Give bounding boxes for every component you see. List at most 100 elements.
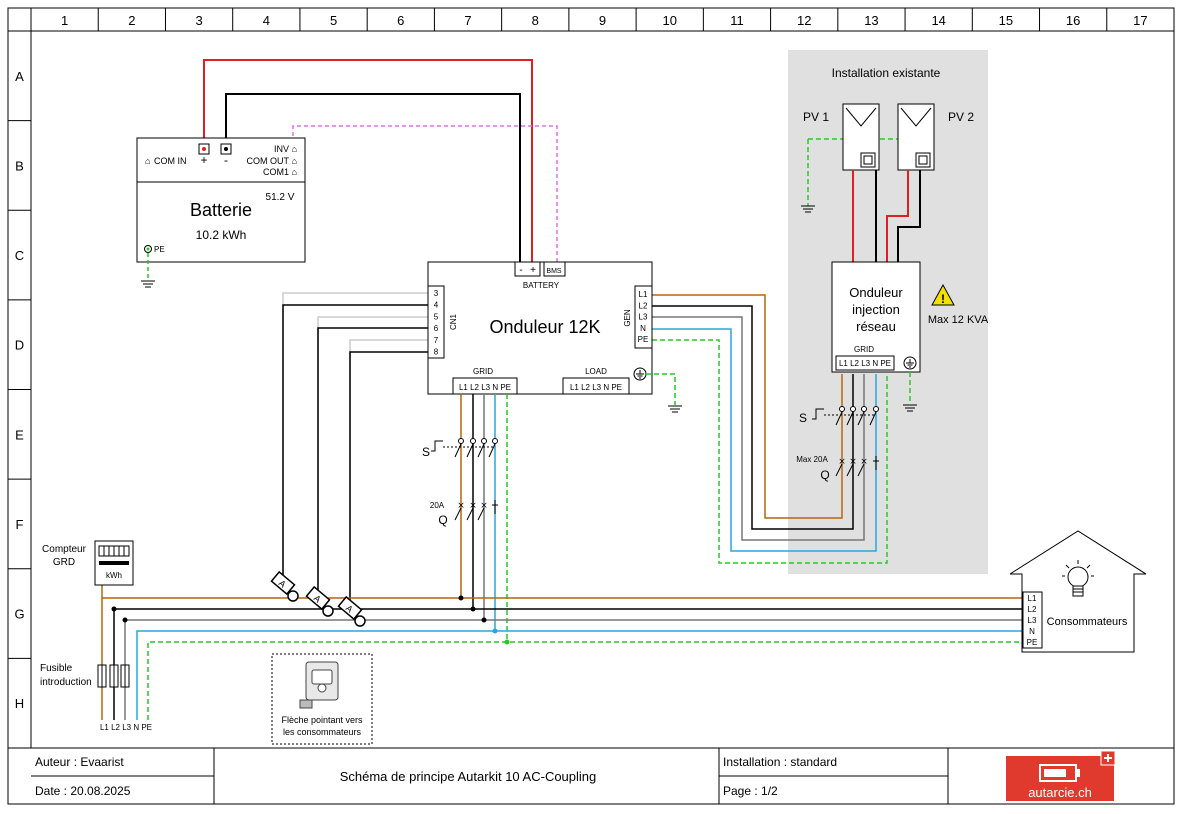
breaker-blade [835, 463, 843, 477]
ct-clamp-label: A [344, 603, 355, 615]
inverter-grid-label: GRID [473, 367, 493, 376]
sheet-frame [7, 7, 1175, 805]
pv1-label: PV 1 [803, 110, 829, 124]
existing-switch-s-icon [812, 406, 879, 426]
pv1-panel-icon [842, 103, 880, 171]
warning-icon: ! [931, 283, 955, 306]
switch-contact [839, 406, 845, 412]
consumers-pin: L3 [1028, 616, 1037, 625]
existing-max-amp: Max 20A [796, 455, 828, 464]
ct1-wire-white [282, 292, 428, 580]
switch-blade [454, 443, 462, 458]
switch-contact [492, 438, 498, 444]
ct-note-line2: les consommateurs [283, 727, 362, 737]
switch-blade [477, 443, 485, 458]
row-header: H [15, 696, 24, 711]
breaker-blade [857, 463, 865, 477]
cn1-pin: 5 [434, 312, 439, 321]
switch-blade [869, 411, 877, 426]
breaker-blade [466, 507, 474, 521]
ct-clamp-body [337, 595, 363, 621]
bms-comm-wire [292, 125, 558, 264]
column-header: 4 [263, 13, 270, 28]
gen-l1-wire [652, 294, 843, 519]
breaker-cross: ⨯ [838, 457, 846, 467]
breaker-blade [846, 463, 854, 477]
ct-clamp-body [270, 570, 296, 596]
bus-l2 [113, 608, 1023, 720]
cn1-label: CN1 [449, 313, 458, 330]
footer-page: Page : 1/2 [723, 784, 778, 798]
bus-pe [147, 641, 1023, 720]
inverter-battery-terminal [514, 261, 541, 277]
ct-clamp-ring-icon [322, 605, 334, 617]
switch-contact [458, 438, 464, 444]
ct-clamp-label: A [312, 593, 323, 605]
gen-pin: N [640, 324, 646, 333]
gen-pin: L3 [639, 313, 648, 322]
com-out-port-icon: ⌂ [292, 156, 297, 166]
consumers-terminal-block [1022, 591, 1043, 649]
gen-l2-wire [652, 305, 854, 530]
inverter-battery-plus: + [530, 265, 536, 276]
com-in-label: COM IN [154, 156, 187, 166]
inverter-battery-minus: - [519, 265, 522, 276]
existing-grid-terminal [835, 355, 895, 371]
column-header: 10 [663, 13, 677, 28]
com1-port-icon: ⌂ [292, 167, 297, 177]
cn1-pin: 3 [434, 289, 439, 298]
breaker-cross: ⨯ [860, 457, 868, 467]
logo-text: autarcie.ch [1028, 785, 1092, 800]
column-header: 11 [730, 13, 744, 28]
switch-actuator [431, 440, 443, 452]
existing-inverter-box [831, 261, 921, 373]
existing-inverter-line2: injection [852, 302, 900, 317]
breaker-cross: ⨯ [457, 501, 465, 511]
cn1-pin: 6 [434, 324, 439, 333]
ct-clamp-icon: A [270, 570, 296, 596]
bus-l1 [101, 597, 1023, 720]
gen-l3-wire [652, 316, 865, 541]
switch-blade [846, 411, 854, 426]
main-switch-s-icon [431, 438, 498, 458]
com-in-port-icon: ⌂ [145, 156, 150, 166]
switch-actuator [812, 408, 824, 420]
column-header: 6 [397, 13, 404, 28]
column-header: 9 [599, 13, 606, 28]
ct-clamp-label: A [277, 578, 288, 590]
gen-n-wire [652, 328, 877, 552]
pv-ground-icon [801, 205, 815, 213]
existing-grid-pins: L1 L2 L3 N PE [839, 359, 891, 368]
meter-unit: kWh [106, 571, 122, 580]
pv2-minus-wire [897, 170, 921, 262]
svg-text:!: ! [941, 292, 945, 306]
column-header: 16 [1066, 13, 1080, 28]
switch-contact [481, 438, 487, 444]
battery-plus-dot [202, 147, 206, 151]
row-header: D [15, 338, 24, 353]
inverter-load-terminal [562, 377, 630, 395]
junction-dots [111, 595, 510, 645]
row-header: C [15, 248, 24, 263]
footer-title: Schéma de principe Autarkit 10 AC-Coupli… [340, 769, 597, 784]
pv2-label: PV 2 [948, 110, 974, 124]
ct2-wire-white [317, 316, 428, 595]
consumers-pin: L2 [1028, 605, 1037, 614]
inverter-load-label: LOAD [585, 367, 607, 376]
gen-pin: L1 [639, 290, 648, 299]
footer-installation: Installation : standard [723, 755, 837, 769]
breaker-blade [454, 507, 462, 521]
row-header: A [15, 69, 24, 84]
battery-plus-label: + [200, 153, 207, 167]
battery-pe-dot [146, 247, 150, 251]
row-header: G [14, 607, 24, 622]
ct3-wire-white [349, 339, 428, 605]
com1-label: COM1 [263, 167, 289, 177]
column-header: 8 [532, 13, 539, 28]
cn1-terminal-block [427, 285, 445, 359]
